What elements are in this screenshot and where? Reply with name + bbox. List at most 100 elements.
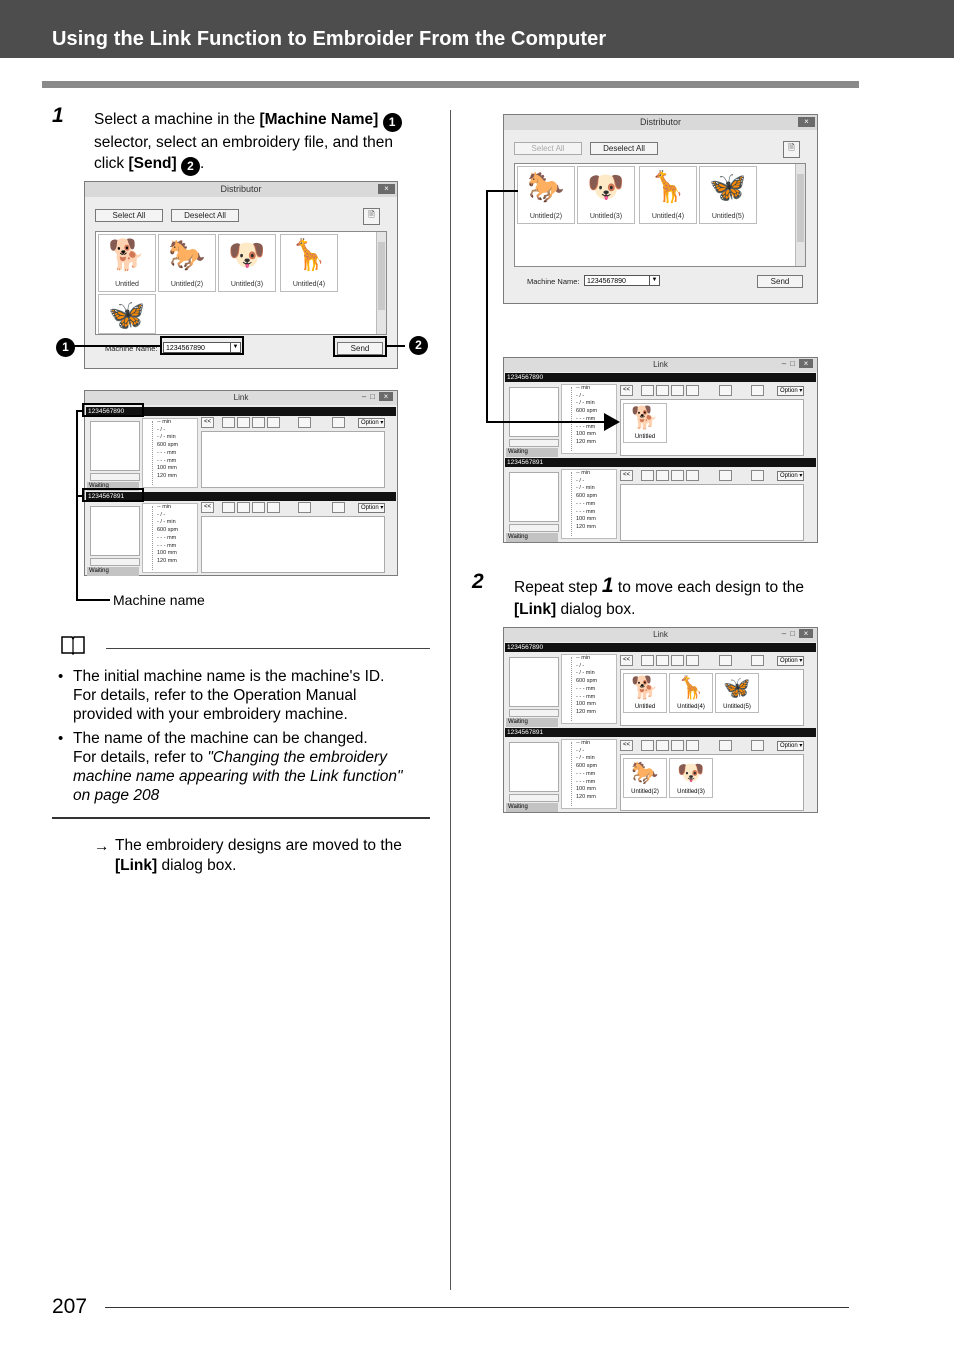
info-line: - - - mm xyxy=(576,423,596,430)
tool-button[interactable] xyxy=(751,385,764,396)
tool-button[interactable] xyxy=(751,740,764,751)
machine-name-value: 1234567890 xyxy=(587,278,626,285)
tool-button[interactable] xyxy=(332,417,345,428)
design-list[interactable] xyxy=(620,484,804,541)
close-icon[interactable]: × xyxy=(799,359,813,368)
tool-button[interactable] xyxy=(641,470,654,481)
design-list[interactable]: 🐎Untitled(2) 🐶Untitled(3) xyxy=(620,754,804,811)
deselect-all-button[interactable]: Deselect All xyxy=(171,209,239,222)
design-thumb[interactable]: 🐕Untitled xyxy=(623,673,667,713)
tool-button[interactable] xyxy=(686,740,699,751)
tool-button[interactable] xyxy=(671,740,684,751)
tool-button[interactable] xyxy=(671,655,684,666)
tool-button[interactable] xyxy=(656,385,669,396)
tool-button[interactable] xyxy=(686,655,699,666)
back-button[interactable]: << xyxy=(620,385,633,396)
design-thumb[interactable]: 🦋Untitled(5) xyxy=(715,673,759,713)
tool-button[interactable] xyxy=(298,502,311,513)
tool-button[interactable] xyxy=(641,655,654,666)
deselect-all-button[interactable]: Deselect All xyxy=(590,142,658,155)
send-button[interactable]: Send xyxy=(757,275,803,288)
design-thumb[interactable]: 🦒Untitled(4) xyxy=(669,673,713,713)
info-line: 100 mm xyxy=(576,431,596,438)
design-thumb[interactable]: 🦒Untitled(4) xyxy=(280,234,338,292)
select-all-button[interactable]: Select All xyxy=(514,142,582,155)
design-thumb[interactable]: 🐎Untitled(2) xyxy=(623,758,667,798)
back-button[interactable]: << xyxy=(201,417,214,428)
design-thumb[interactable]: 🦋 xyxy=(98,294,156,334)
tool-button[interactable] xyxy=(719,385,732,396)
close-button[interactable]: × xyxy=(798,117,815,127)
gallery-scrollbar[interactable] xyxy=(376,232,386,334)
back-button[interactable]: << xyxy=(620,470,633,481)
design-thumb[interactable]: 🐎Untitled(2) xyxy=(158,234,216,292)
design-list[interactable] xyxy=(201,431,385,488)
scroll-thumb[interactable] xyxy=(797,174,804,242)
tool-button[interactable] xyxy=(686,470,699,481)
step-number: 2 xyxy=(472,570,484,593)
option-button[interactable]: Option ▾ xyxy=(358,418,385,428)
design-thumb[interactable]: 🐎Untitled(2) xyxy=(517,166,575,224)
tool-button[interactable] xyxy=(671,385,684,396)
machine-name-select[interactable]: 1234567890▼ xyxy=(584,275,660,286)
thumb-caption: Untitled(3) xyxy=(589,213,623,220)
close-icon[interactable]: × xyxy=(379,392,393,401)
note-line: machine name appearing with the Link fun… xyxy=(73,767,438,786)
select-all-button[interactable]: Select All xyxy=(95,209,163,222)
tool-button[interactable] xyxy=(267,502,280,513)
tool-button[interactable] xyxy=(719,470,732,481)
design-thumb[interactable]: 🐕Untitled xyxy=(623,403,667,443)
back-button[interactable]: << xyxy=(620,655,633,666)
option-button[interactable]: Option ▾ xyxy=(777,741,804,751)
back-button[interactable]: << xyxy=(620,740,633,751)
option-button[interactable]: Option ▾ xyxy=(777,386,804,396)
tool-button[interactable] xyxy=(267,417,280,428)
info-line: - / - min xyxy=(576,485,595,492)
scroll-thumb[interactable] xyxy=(378,242,385,310)
tool-button[interactable] xyxy=(237,502,250,513)
design-list[interactable]: 🐕Untitled xyxy=(620,399,804,456)
design-thumb[interactable]: 🐶Untitled(3) xyxy=(669,758,713,798)
tool-button[interactable] xyxy=(656,470,669,481)
tool-button[interactable] xyxy=(656,655,669,666)
close-button[interactable]: × xyxy=(378,184,395,194)
design-thumb[interactable]: 🐕Untitled xyxy=(98,234,156,292)
option-button[interactable]: Option ▾ xyxy=(358,503,385,513)
tool-button[interactable] xyxy=(237,417,250,428)
option-button[interactable]: Option ▾ xyxy=(777,656,804,666)
tool-button[interactable] xyxy=(252,417,265,428)
tool-button[interactable] xyxy=(751,655,764,666)
tool-button[interactable] xyxy=(641,385,654,396)
gallery-scrollbar[interactable] xyxy=(795,164,805,266)
tool-button[interactable] xyxy=(751,470,764,481)
tool-button[interactable] xyxy=(641,740,654,751)
tool-button[interactable] xyxy=(671,470,684,481)
design-thumb[interactable]: 🦋Untitled(5) xyxy=(699,166,757,224)
tool-button[interactable] xyxy=(222,417,235,428)
close-icon[interactable]: × xyxy=(799,629,813,638)
machine-name-select[interactable]: 1234567890▼ xyxy=(163,342,241,353)
design-thumb[interactable]: 🐶Untitled(3) xyxy=(218,234,276,292)
note-line: The initial machine name is the machine'… xyxy=(73,668,385,685)
info-line: 600 spm xyxy=(576,763,598,770)
tool-button[interactable] xyxy=(222,502,235,513)
send-button[interactable]: Send xyxy=(337,342,383,355)
page-header xyxy=(0,0,954,58)
design-list[interactable]: 🐕Untitled 🦒Untitled(4) 🦋Untitled(5) xyxy=(620,669,804,726)
tool-button[interactable] xyxy=(252,502,265,513)
back-button[interactable]: << xyxy=(201,502,214,513)
tool-button[interactable] xyxy=(719,655,732,666)
tool-button[interactable] xyxy=(719,740,732,751)
tool-button[interactable] xyxy=(332,502,345,513)
option-button[interactable]: Option ▾ xyxy=(777,471,804,481)
tool-button[interactable] xyxy=(656,740,669,751)
tool-button[interactable] xyxy=(686,385,699,396)
tool-button[interactable] xyxy=(298,417,311,428)
design-thumb[interactable]: 🐶Untitled(3) xyxy=(577,166,635,224)
giraffe-icon: 🦒 xyxy=(290,239,328,272)
open-file-button[interactable]: 🗎 xyxy=(363,208,380,225)
design-thumb[interactable]: 🦒Untitled(4) xyxy=(639,166,697,224)
open-file-button[interactable]: 🗎 xyxy=(783,141,800,158)
design-list[interactable] xyxy=(201,516,385,573)
